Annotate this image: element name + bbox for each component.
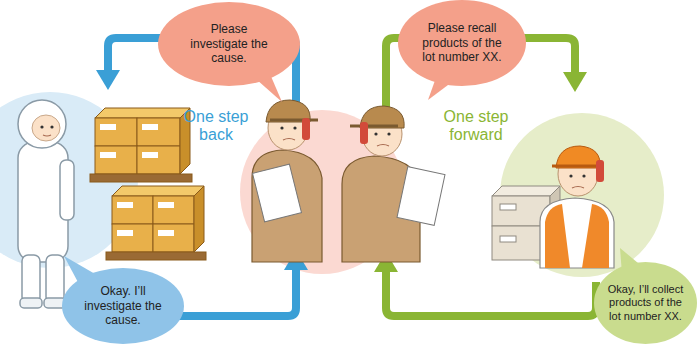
step-label: One step back [172, 108, 260, 145]
speech-bubble: Please investigate the cause. [158, 2, 300, 86]
cardboard-boxes [153, 196, 194, 224]
inspector-right [374, 132, 377, 135]
shop-worker [582, 174, 585, 177]
inspector-left [252, 100, 322, 262]
green-arrowhead [563, 72, 587, 92]
factory-worker [40, 125, 43, 128]
step-label: One step forward [434, 108, 518, 145]
factory-worker [32, 115, 60, 141]
box-label [142, 152, 158, 158]
cardboard-boxes [90, 174, 192, 182]
shop-worker [582, 204, 609, 268]
factory-worker [60, 160, 74, 220]
speech-bubble: Okay. I’ll investigate the cause. [62, 268, 184, 344]
shop-boxes [500, 236, 516, 242]
shop-boxes [500, 204, 516, 210]
inspector-left [252, 150, 322, 262]
bubble-body [158, 2, 300, 86]
factory-worker [22, 255, 40, 303]
cardboard-boxes [137, 146, 180, 174]
cardboard-boxes [112, 196, 153, 224]
cardboard-boxes [95, 108, 190, 118]
factory-worker [20, 298, 42, 308]
bubble-text-area: Okay. I’ll investigate the cause. [62, 268, 184, 344]
box-label [158, 230, 174, 236]
cardboard-boxes [112, 224, 153, 252]
cardboard-boxes [106, 252, 206, 260]
bubble-text-area: Okay, I’ll collect products of the lot n… [594, 262, 697, 344]
cardboard-boxes [95, 146, 137, 174]
factory-worker [18, 100, 66, 148]
inspector-left [270, 119, 318, 122]
bubble-text: Okay. I’ll investigate the cause. [82, 284, 164, 327]
inspector-left [293, 126, 296, 129]
bubble-body [594, 262, 697, 344]
cardboard-boxes [112, 186, 204, 196]
inspector-right [397, 167, 445, 226]
inspector-right [350, 125, 398, 128]
bubble-body [62, 268, 184, 344]
speech-bubble: Okay, I’ll collect products of the lot n… [594, 262, 697, 344]
box-label [100, 152, 116, 158]
shop-worker [552, 165, 600, 168]
inspector-left [280, 126, 283, 129]
factory-worker [50, 125, 53, 128]
inspector-left [302, 118, 310, 140]
box-label [117, 202, 133, 208]
cardboard-boxes [90, 108, 206, 260]
bubble-text-area: Please recall products of the lot number… [398, 0, 526, 86]
cardboard-boxes [137, 118, 180, 146]
bubble-text: Please investigate the cause. [184, 22, 274, 65]
speech-bubble: Please recall products of the lot number… [398, 0, 526, 86]
inspector-right [387, 132, 390, 135]
shop-boxes [492, 186, 560, 196]
inspector-right [342, 106, 445, 262]
bubble-text: Please recall products of the lot number… [418, 21, 506, 64]
bubble-text: Okay, I’ll collect products of the lot n… [602, 283, 689, 323]
bubble-body [398, 0, 526, 86]
inspector-left [283, 139, 295, 141]
blue-flow-arrow [178, 268, 296, 316]
inspector-right [377, 145, 389, 147]
inspector-right [360, 122, 368, 144]
background-circle [0, 92, 664, 277]
box-label [100, 124, 174, 236]
box-label [117, 230, 133, 236]
blue-arrowhead [96, 70, 120, 90]
green-flow-arrow [386, 270, 596, 316]
factory-worker [46, 255, 64, 303]
cardboard-boxes [95, 118, 137, 146]
shop-worker [540, 146, 614, 268]
box-label [100, 124, 116, 130]
shop-worker [596, 160, 604, 182]
factory-worker [18, 100, 74, 308]
cardboard-boxes [153, 224, 194, 252]
bubble-text-area: Please investigate the cause. [158, 2, 300, 86]
shop-worker [569, 174, 572, 177]
box-label [158, 202, 174, 208]
box-label [142, 124, 158, 130]
factory-worker [43, 135, 51, 136]
shop-worker [540, 198, 614, 268]
cardboard-boxes [194, 186, 204, 252]
shop-worker [545, 204, 570, 268]
inspector-left [253, 164, 302, 222]
shop-worker [572, 187, 584, 189]
